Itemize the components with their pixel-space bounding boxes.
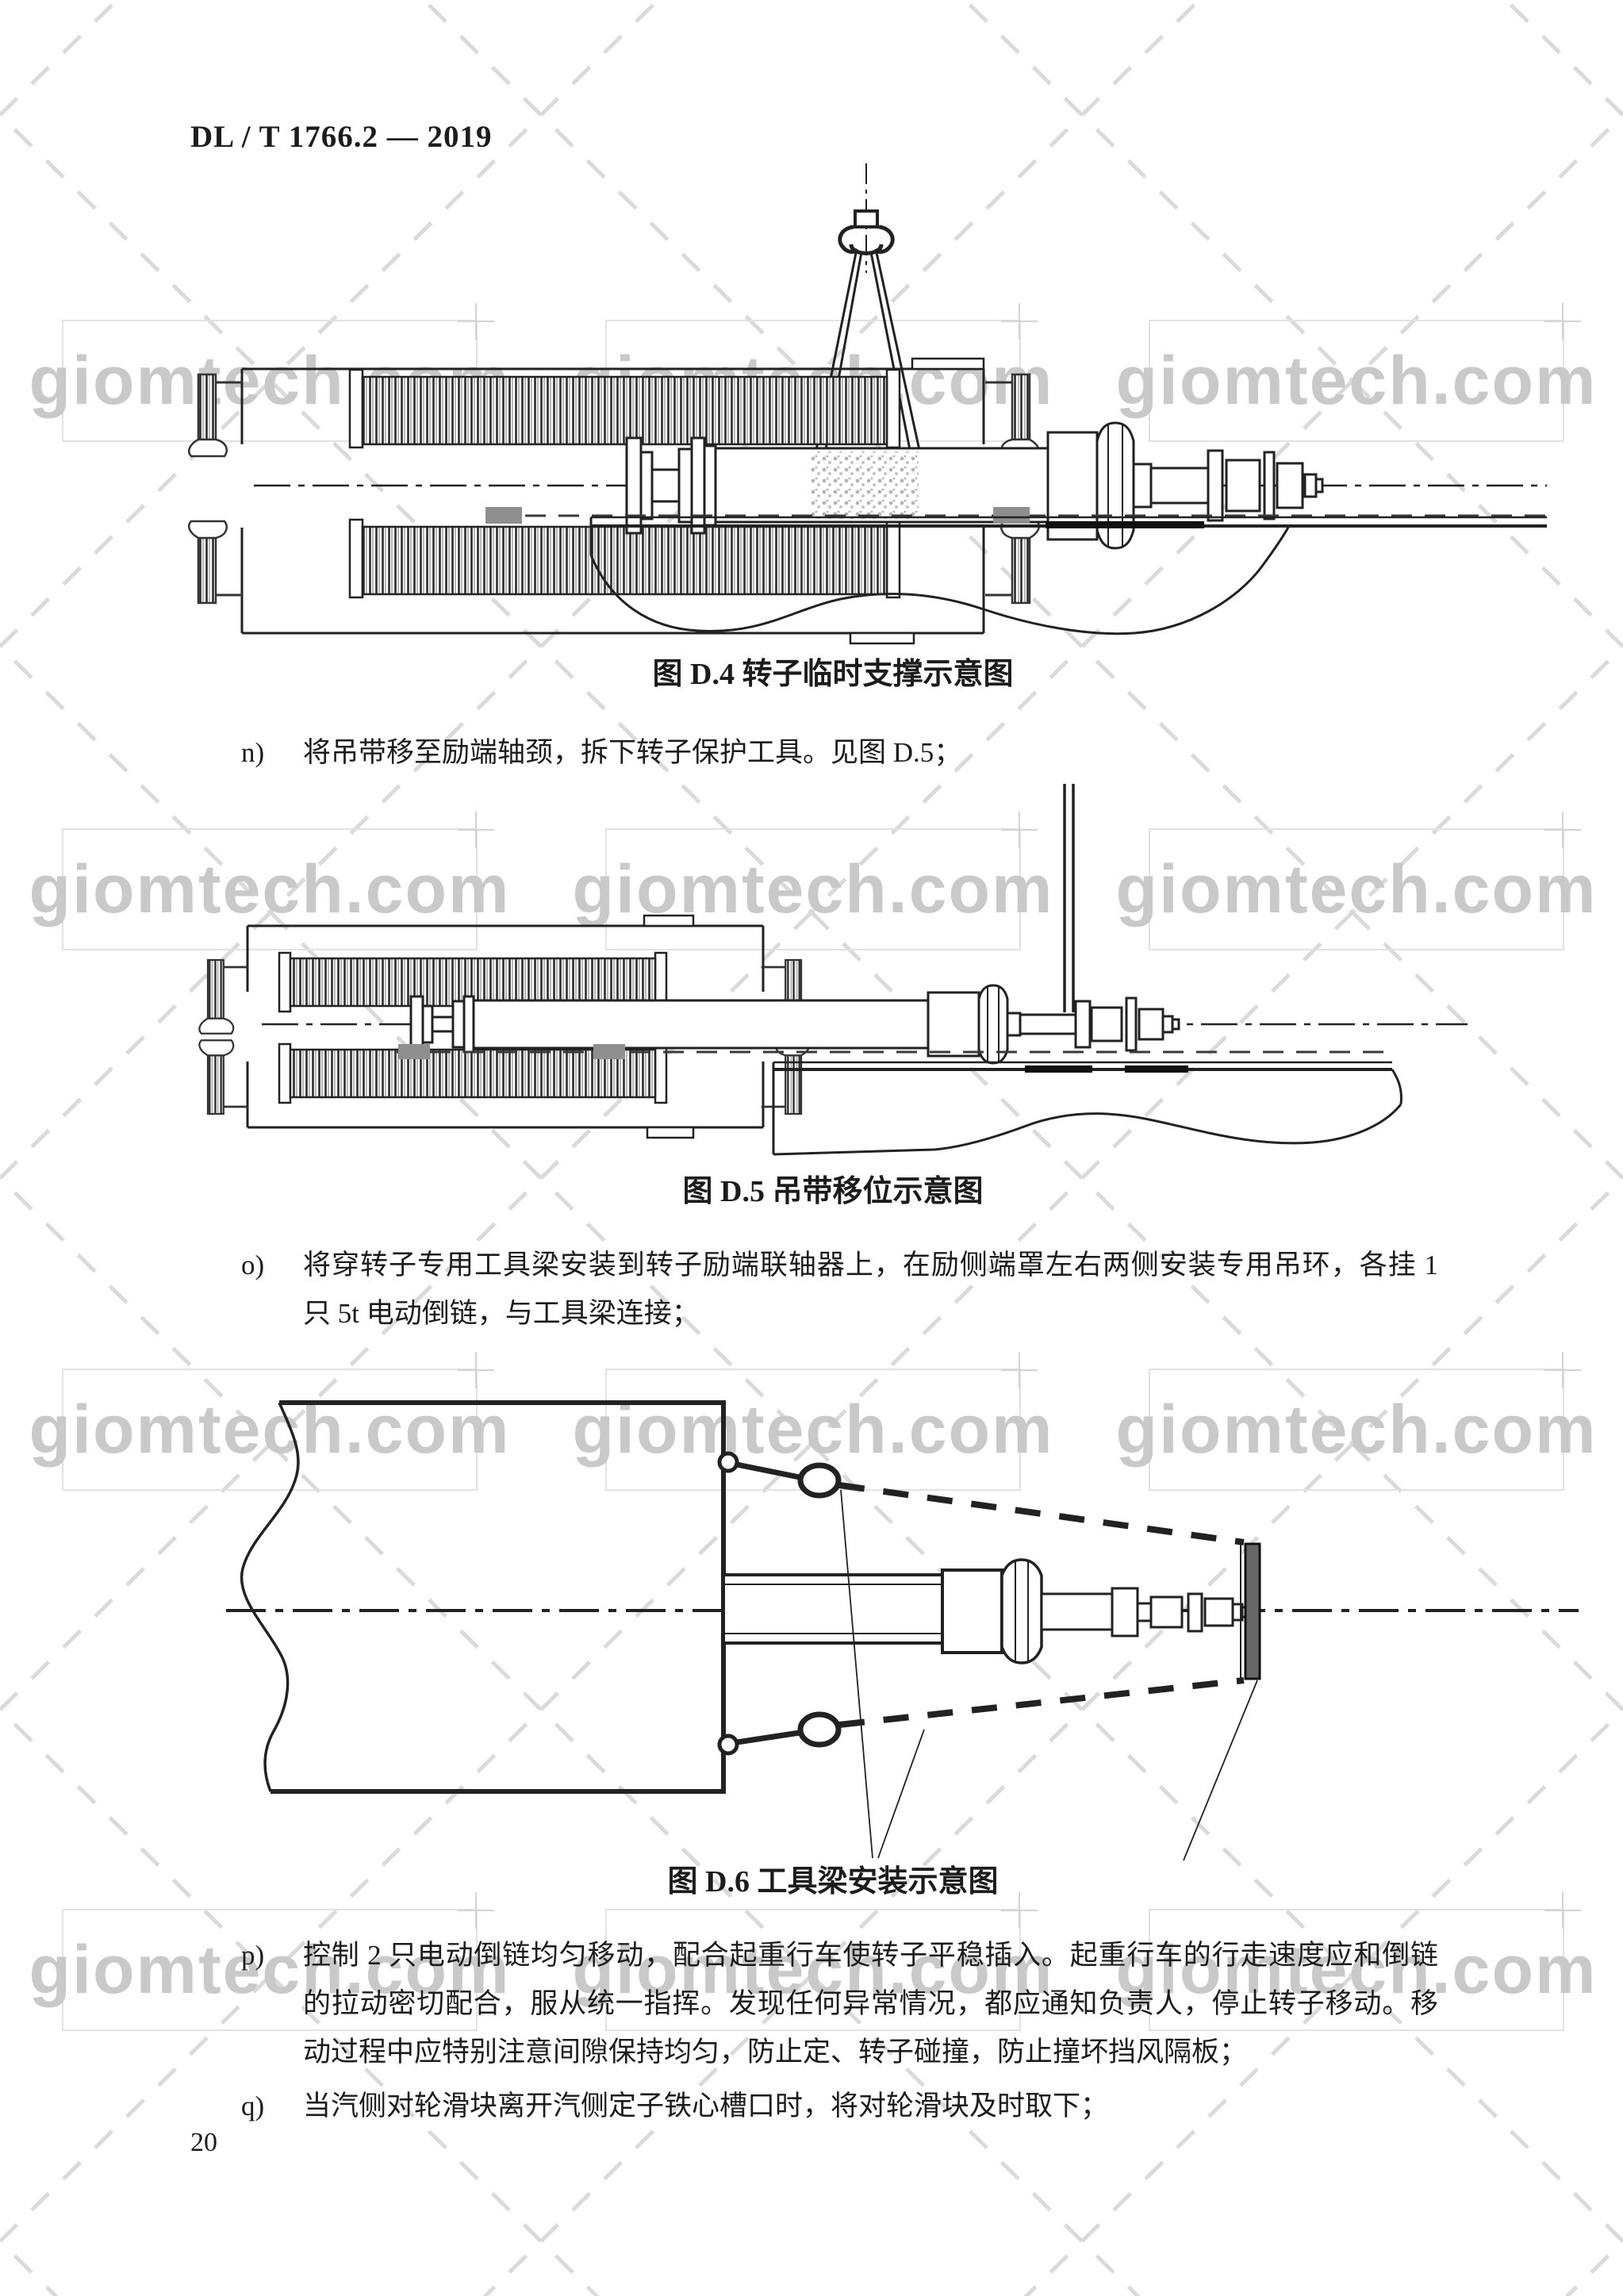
register-cross-icon [1001, 303, 1038, 340]
figure-d6-caption: 图 D.6 工具梁安装示意图 [667, 1865, 999, 1899]
register-cross-icon [1544, 1892, 1581, 1929]
chain-hoist-bottom [717, 1677, 1245, 1756]
watermark-text: giomtech.com [1115, 343, 1598, 419]
document-number-header: DL / T 1766.2 — 2019 [190, 120, 493, 154]
figure-d4-drawing [187, 163, 1547, 645]
watermark-text: giomtech.com [29, 1932, 511, 2008]
watermark-text: giomtech.com [1115, 851, 1598, 927]
crane-hook-icon [838, 163, 895, 273]
watermark: giomtech.com [29, 812, 509, 950]
tool-beam [1240, 1542, 1261, 1680]
list-item-label: q) [241, 2091, 265, 2121]
stator-casing [198, 914, 811, 1139]
marker-tag [398, 1044, 430, 1059]
marker-tag [485, 507, 522, 524]
watermark: giomtech.com [1116, 812, 1596, 950]
leader-lines [840, 1489, 1258, 1861]
support-platform [772, 1061, 1402, 1156]
register-cross-icon [458, 812, 494, 848]
watermark-text: giomtech.com [572, 1392, 1054, 1468]
chain-hoist-top [717, 1451, 1245, 1545]
list-item-label: p) [241, 1940, 265, 1971]
watermark: giomtech.com [29, 1892, 509, 2031]
list-item-o: o) 将穿转子专用工具梁安装到转子励端联轴器上，在励侧端罩左右两侧安装专用吊环，… [241, 1241, 1438, 1338]
register-cross-icon [1544, 812, 1581, 848]
marker-tag [593, 1044, 625, 1059]
watermark: giomtech.com [29, 1352, 509, 1491]
watermark-text: giomtech.com [572, 851, 1054, 927]
support-platform [589, 516, 1547, 635]
list-item-text: 将吊带移至励端轴颈，拆下转子保护工具。见图 D.5； [303, 737, 962, 768]
watermark-text: giomtech.com [1115, 1932, 1598, 2008]
register-cross-icon [1001, 812, 1038, 848]
list-item-label: n) [241, 737, 265, 768]
sling-wrap-pad [811, 451, 919, 519]
register-cross-icon [1001, 1352, 1038, 1388]
figure-d6-drawing [226, 1400, 1579, 1861]
rotor-shaft [409, 984, 1180, 1065]
watermark-text: giomtech.com [29, 1392, 511, 1468]
watermark: giomtech.com [1116, 303, 1596, 442]
list-item-p: p) 控制 2 只电动倒链均匀移动，配合起重行车使转子平稳插入。起重行车的行走速… [241, 1931, 1438, 2076]
watermark-text: giomtech.com [1115, 1392, 1598, 1468]
register-cross-icon [1544, 303, 1581, 340]
watermark: giomtech.com [1116, 1892, 1596, 2031]
watermark: giomtech.com [573, 812, 1053, 950]
list-item-n: n) 将吊带移至励端轴颈，拆下转子保护工具。见图 D.5； [241, 728, 1438, 777]
stator-casing [187, 357, 1041, 645]
register-cross-icon [1001, 1892, 1038, 1929]
figure-d4-caption: 图 D.4 转子临时支撑示意图 [652, 658, 1014, 691]
rotor-shaft [722, 1558, 1250, 1664]
stator-core-windings [348, 368, 901, 599]
list-item-text: 当汽侧对轮滑块离开汽侧定子铁心槽口时，将对轮滑块及时取下； [303, 2091, 1109, 2121]
figure-d5-drawing [198, 784, 1468, 1156]
register-cross-icon [1544, 1352, 1581, 1388]
register-cross-icon [458, 303, 494, 340]
watermark-text: giomtech.com [572, 1932, 1054, 2008]
list-item-text: 控制 2 只电动倒链均匀移动，配合起重行车使转子平稳插入。起重行车的行走速度应和… [303, 1940, 1438, 2068]
register-cross-icon [458, 1352, 494, 1388]
lifting-sling [1063, 784, 1075, 1012]
watermark-text: giomtech.com [29, 851, 511, 927]
figure-d5-caption: 图 D.5 吊带移位示意图 [682, 1175, 984, 1208]
list-item-text: 将穿转子专用工具梁安装到转子励端联轴器上，在励侧端罩左右两侧安装专用吊环，各挂 … [303, 1250, 1438, 1329]
watermark: giomtech.com [573, 1892, 1053, 2031]
page-number: 20 [190, 2128, 217, 2157]
list-item-label: o) [241, 1250, 265, 1280]
register-cross-icon [458, 1892, 494, 1929]
stator-end-box [240, 1400, 726, 1794]
marker-tag [993, 507, 1030, 524]
watermark: giomtech.com [1116, 1352, 1596, 1491]
list-item-q: q) 当汽侧对轮滑块离开汽侧定子铁心槽口时，将对轮滑块及时取下； [241, 2082, 1438, 2130]
